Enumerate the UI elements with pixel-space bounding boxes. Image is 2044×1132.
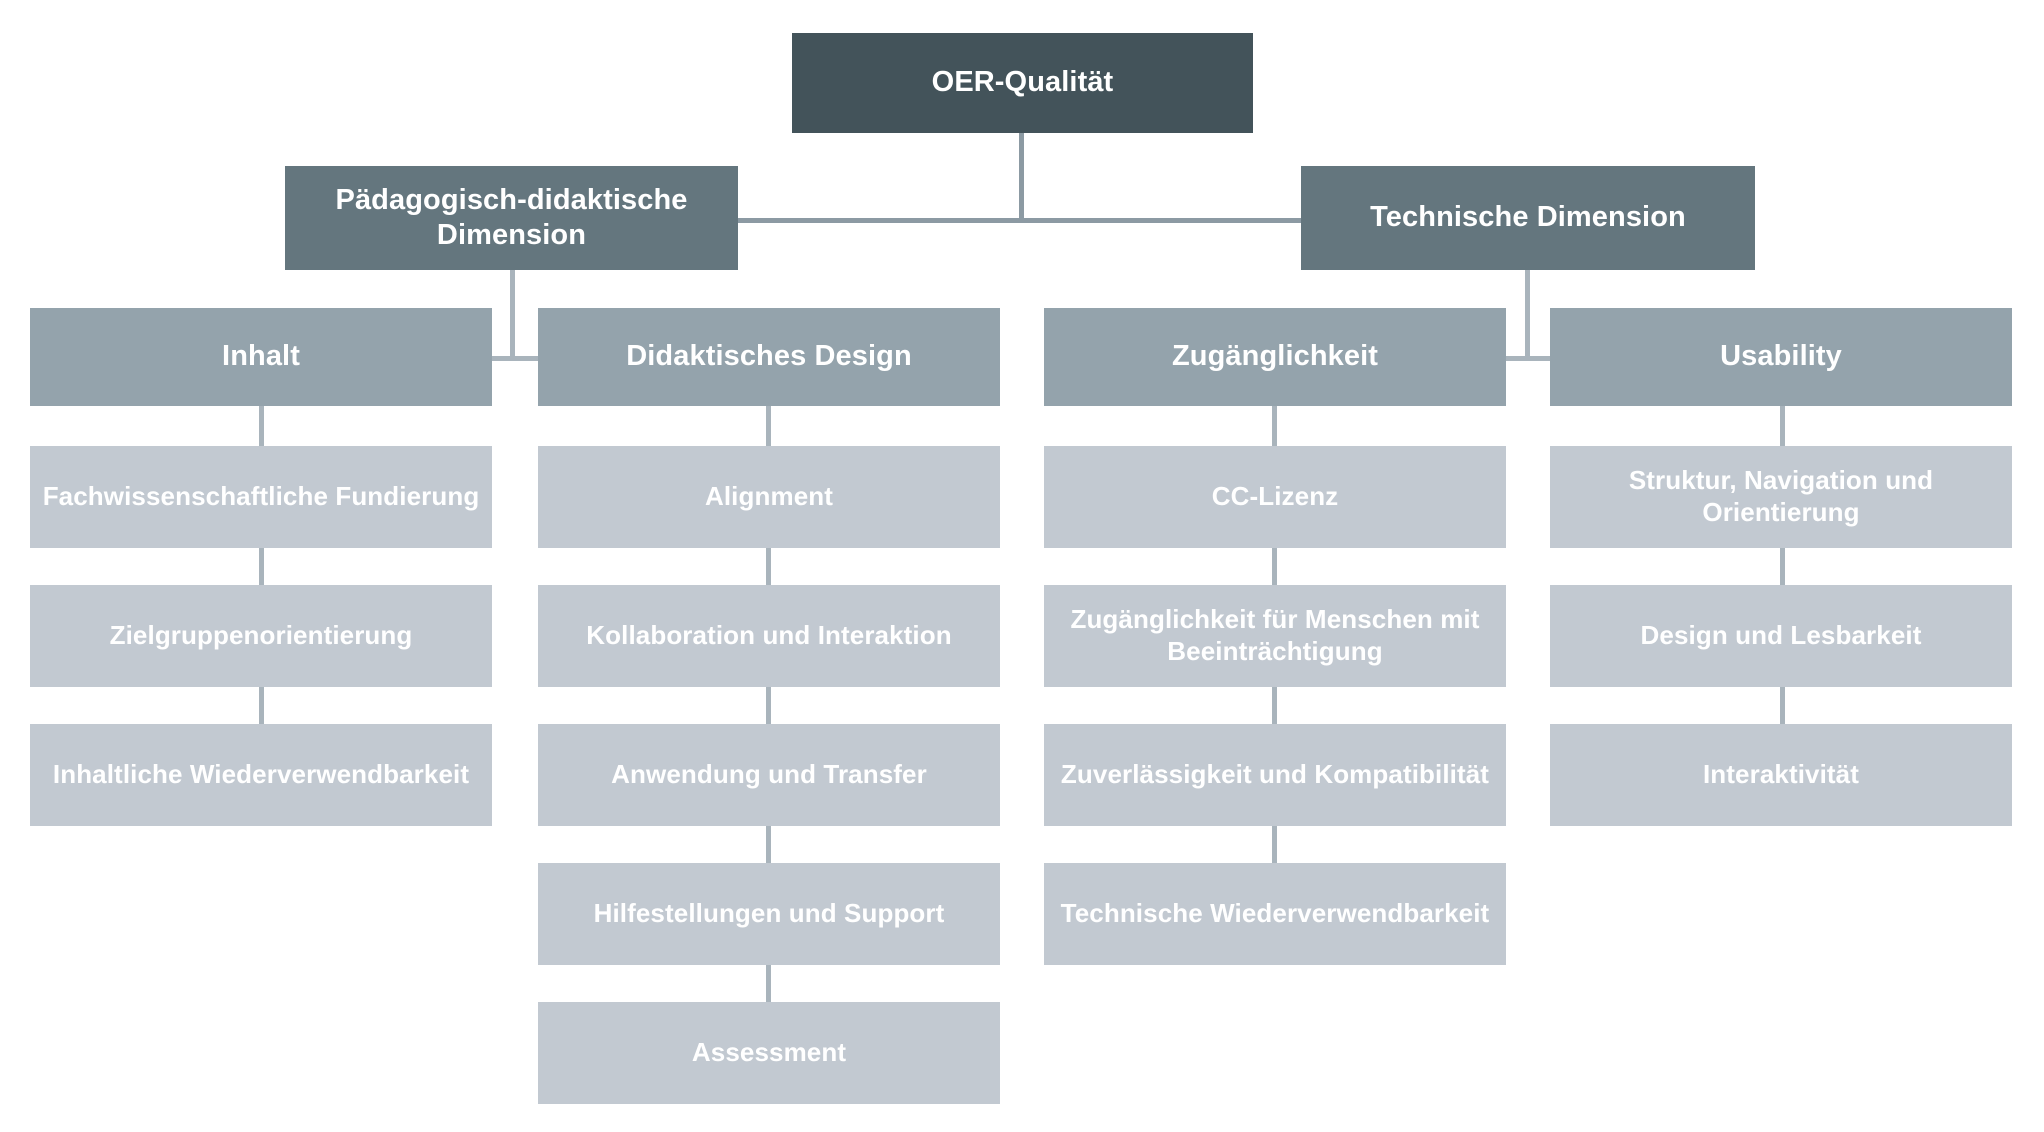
node-technische-wiederverwendbarkeit[interactable]: Technische Wiederverwendbarkeit [1044,863,1506,965]
node-label: Struktur, Navigation und Orientierung [1628,465,1934,527]
node-label: Inhalt [222,340,300,373]
connector-pedagogical-category-bus [492,356,538,361]
node-didaktisches-design[interactable]: Didaktisches Design [538,308,1000,406]
node-oer-qualitaet[interactable]: OER-Qualität [792,33,1253,133]
connector-didaktisches-design-spine [766,405,771,1010]
node-label: Design und Lesbarkeit [1640,620,1922,651]
node-label: OER-Qualität [931,66,1114,99]
connector-technical-stem [1525,270,1530,361]
node-label: CC-Lizenz [1211,481,1339,512]
node-zugaenglichkeit[interactable]: Zugänglichkeit [1044,308,1506,406]
node-label: Hilfestellungen und Support [593,898,945,929]
node-label: Zuverlässigkeit und Kompatibilität [1060,759,1490,790]
connector-inhalt-spine [259,405,264,730]
node-interaktivitaet[interactable]: Interaktivität [1550,724,2012,826]
node-label: Zugänglichkeit [1171,340,1379,373]
node-label: Usability [1720,340,1842,373]
node-kollaboration-und-interaktion[interactable]: Kollaboration und Interaktion [538,585,1000,687]
node-usability[interactable]: Usability [1550,308,2012,406]
node-assessment[interactable]: Assessment [538,1002,1000,1104]
node-label: Kollaboration und Interaktion [586,620,952,651]
node-label: Alignment [704,481,833,512]
node-fachwissenschaftliche-fundierung[interactable]: Fachwissenschaftliche Fundierung [30,446,492,548]
node-design-und-lesbarkeit[interactable]: Design und Lesbarkeit [1550,585,2012,687]
node-label: Didaktisches Design [626,340,912,373]
connector-root-stem [1019,133,1024,221]
connector-dimension-bus [738,218,1301,223]
node-label: Interaktivität [1702,759,1859,790]
node-alignment[interactable]: Alignment [538,446,1000,548]
node-cc-lizenz[interactable]: CC-Lizenz [1044,446,1506,548]
node-paedagogisch-didaktische-dimension[interactable]: Pädagogisch-didaktische Dimension [285,166,738,270]
node-label: Technische Dimension [1370,201,1686,234]
node-label: Pädagogisch-didaktische Dimension [335,183,688,251]
node-label: Technische Wiederverwendbarkeit [1060,898,1490,929]
node-inhaltliche-wiederverwendbarkeit[interactable]: Inhaltliche Wiederverwendbarkeit [30,724,492,826]
node-label: Zugänglichkeit für Menschen mit Beeinträ… [1070,604,1480,666]
node-label: Zielgruppenorientierung [109,620,413,651]
node-hilfestellungen-und-support[interactable]: Hilfestellungen und Support [538,863,1000,965]
node-technische-dimension[interactable]: Technische Dimension [1301,166,1755,270]
node-label: Inhaltliche Wiederverwendbarkeit [52,759,470,790]
node-inhalt[interactable]: Inhalt [30,308,492,406]
node-label: Fachwissenschaftliche Fundierung [42,481,480,512]
node-struktur-navigation-und-orientierung[interactable]: Struktur, Navigation und Orientierung [1550,446,2012,548]
node-label: Assessment [691,1037,847,1068]
node-zugaenglichkeit-fuer-menschen-mit-beeintraechtigung[interactable]: Zugänglichkeit für Menschen mit Beeinträ… [1044,585,1506,687]
node-zielgruppenorientierung[interactable]: Zielgruppenorientierung [30,585,492,687]
node-label: Anwendung und Transfer [611,759,927,790]
connector-pedagogical-stem [510,270,515,361]
connector-technical-category-bus [1504,356,1550,361]
connector-usability-spine [1780,405,1785,730]
node-zuverlaessigkeit-und-kompatibilitaet[interactable]: Zuverlässigkeit und Kompatibilität [1044,724,1506,826]
node-anwendung-und-transfer[interactable]: Anwendung und Transfer [538,724,1000,826]
